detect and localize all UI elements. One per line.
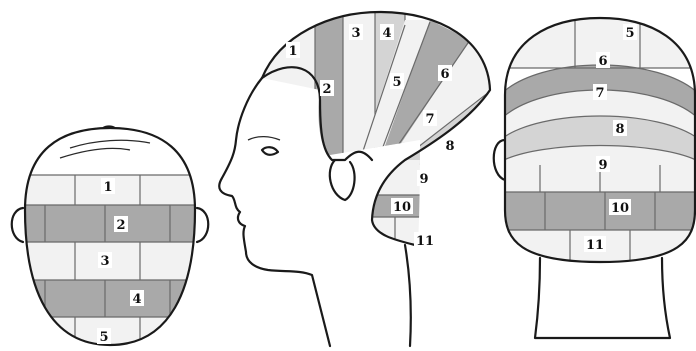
top-section-label-2: 2 (114, 216, 128, 233)
side-section-label-8: 8 (443, 137, 457, 154)
side-view-head: 1 2 3 4 5 6 7 8 9 10 11 (219, 0, 500, 346)
back-view-neck (535, 258, 670, 338)
svg-text:8: 8 (615, 122, 624, 137)
side-view-eye (262, 147, 278, 155)
svg-text:2: 2 (322, 82, 331, 97)
side-section-label-7: 7 (423, 110, 437, 127)
back-view-head: 5 6 7 8 9 10 11 (494, 10, 696, 338)
top-section-label-3: 3 (98, 252, 112, 269)
top-section-label-4: 4 (130, 290, 144, 307)
side-section-label-11: 11 (414, 232, 436, 249)
back-section-label-6: 6 (596, 52, 610, 69)
svg-text:5: 5 (625, 26, 634, 41)
svg-text:7: 7 (425, 112, 434, 127)
back-section-label-11: 11 (584, 236, 606, 253)
side-section-label-2: 2 (320, 80, 334, 97)
svg-text:9: 9 (598, 158, 607, 173)
back-section-label-10: 10 (609, 199, 631, 216)
side-view-face-outline (219, 78, 330, 346)
side-section-label-10: 10 (391, 198, 413, 215)
side-view-eyebrow (248, 137, 280, 140)
top-section-label-5: 5 (97, 328, 111, 345)
back-section-label-7: 7 (593, 84, 607, 101)
side-view-neck (405, 245, 411, 346)
svg-text:1: 1 (288, 44, 297, 59)
back-section-label-9: 9 (596, 156, 610, 173)
svg-text:4: 4 (132, 292, 141, 307)
svg-text:1: 1 (103, 180, 112, 195)
top-view-left-ear (12, 208, 23, 242)
back-section-label-5: 5 (623, 24, 637, 41)
side-section-label-6: 6 (438, 65, 452, 82)
svg-text:10: 10 (393, 200, 411, 215)
side-section-label-3: 3 (349, 24, 363, 41)
svg-text:3: 3 (100, 254, 109, 269)
side-section-label-9: 9 (417, 170, 431, 187)
back-view-left-ear (494, 140, 505, 180)
svg-text:11: 11 (586, 238, 604, 253)
top-view-head: 1 2 3 4 5 (12, 125, 209, 347)
side-section-label-5: 5 (390, 73, 404, 90)
side-section-label-4: 4 (380, 24, 394, 41)
svg-text:8: 8 (445, 139, 454, 154)
svg-text:6: 6 (598, 54, 607, 69)
svg-text:3: 3 (351, 26, 360, 41)
top-section-label-1: 1 (101, 178, 115, 195)
side-view-ear (330, 160, 355, 200)
svg-text:5: 5 (99, 330, 108, 345)
side-section-label-1: 1 (286, 42, 300, 59)
svg-text:5: 5 (392, 75, 401, 90)
svg-text:4: 4 (382, 26, 391, 41)
top-view-right-ear (197, 208, 208, 242)
back-section-label-8: 8 (613, 120, 627, 137)
svg-text:2: 2 (116, 218, 125, 233)
svg-text:6: 6 (440, 67, 449, 82)
svg-text:7: 7 (595, 86, 604, 101)
svg-text:11: 11 (416, 234, 434, 249)
svg-text:9: 9 (419, 172, 428, 187)
svg-text:10: 10 (611, 201, 629, 216)
